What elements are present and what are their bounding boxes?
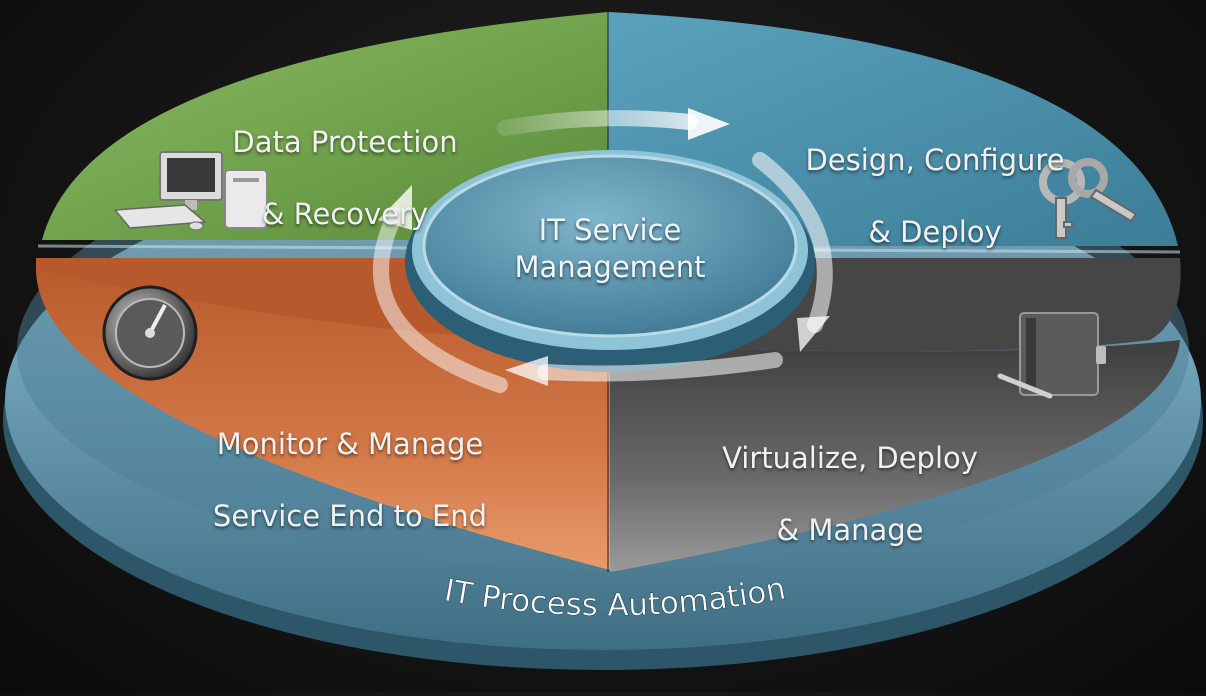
gauge-icon xyxy=(102,285,198,381)
center-label-line2: Management xyxy=(514,250,706,284)
label-monitor-line2: Service End to End xyxy=(212,499,488,533)
label-monitor: Monitor & Manage Service End to End xyxy=(180,390,520,570)
center-hub xyxy=(405,150,815,372)
arrow-top xyxy=(497,110,698,136)
keys-icon xyxy=(1039,158,1138,239)
label-design-configure: Design, Configure & Deploy xyxy=(770,106,1100,286)
notebook-pen-icon xyxy=(997,312,1106,399)
label-data-protection: Data Protection & Recovery xyxy=(180,88,510,268)
arrow-right xyxy=(752,152,833,333)
label-monitor-line1: Monitor & Manage xyxy=(216,427,484,461)
label-virtualize-line2: & Manage xyxy=(776,513,924,547)
label-virtualize: Virtualize, Deploy & Manage xyxy=(690,404,1010,584)
label-design-configure-line2: & Deploy xyxy=(868,215,1002,249)
arrow-bottom xyxy=(537,352,783,382)
label-data-protection-line2: & Recovery xyxy=(261,197,429,231)
desktop-computer-icon xyxy=(113,151,268,231)
label-virtualize-line1: Virtualize, Deploy xyxy=(722,441,978,475)
arrow-left xyxy=(373,207,508,393)
center-label: IT Service Management xyxy=(470,212,750,286)
gray-side-face xyxy=(610,340,1180,572)
center-label-line1: IT Service xyxy=(538,213,682,247)
label-design-configure-line1: Design, Configure xyxy=(805,143,1065,177)
cycle-arrows xyxy=(373,108,833,393)
label-data-protection-line1: Data Protection xyxy=(232,125,458,159)
